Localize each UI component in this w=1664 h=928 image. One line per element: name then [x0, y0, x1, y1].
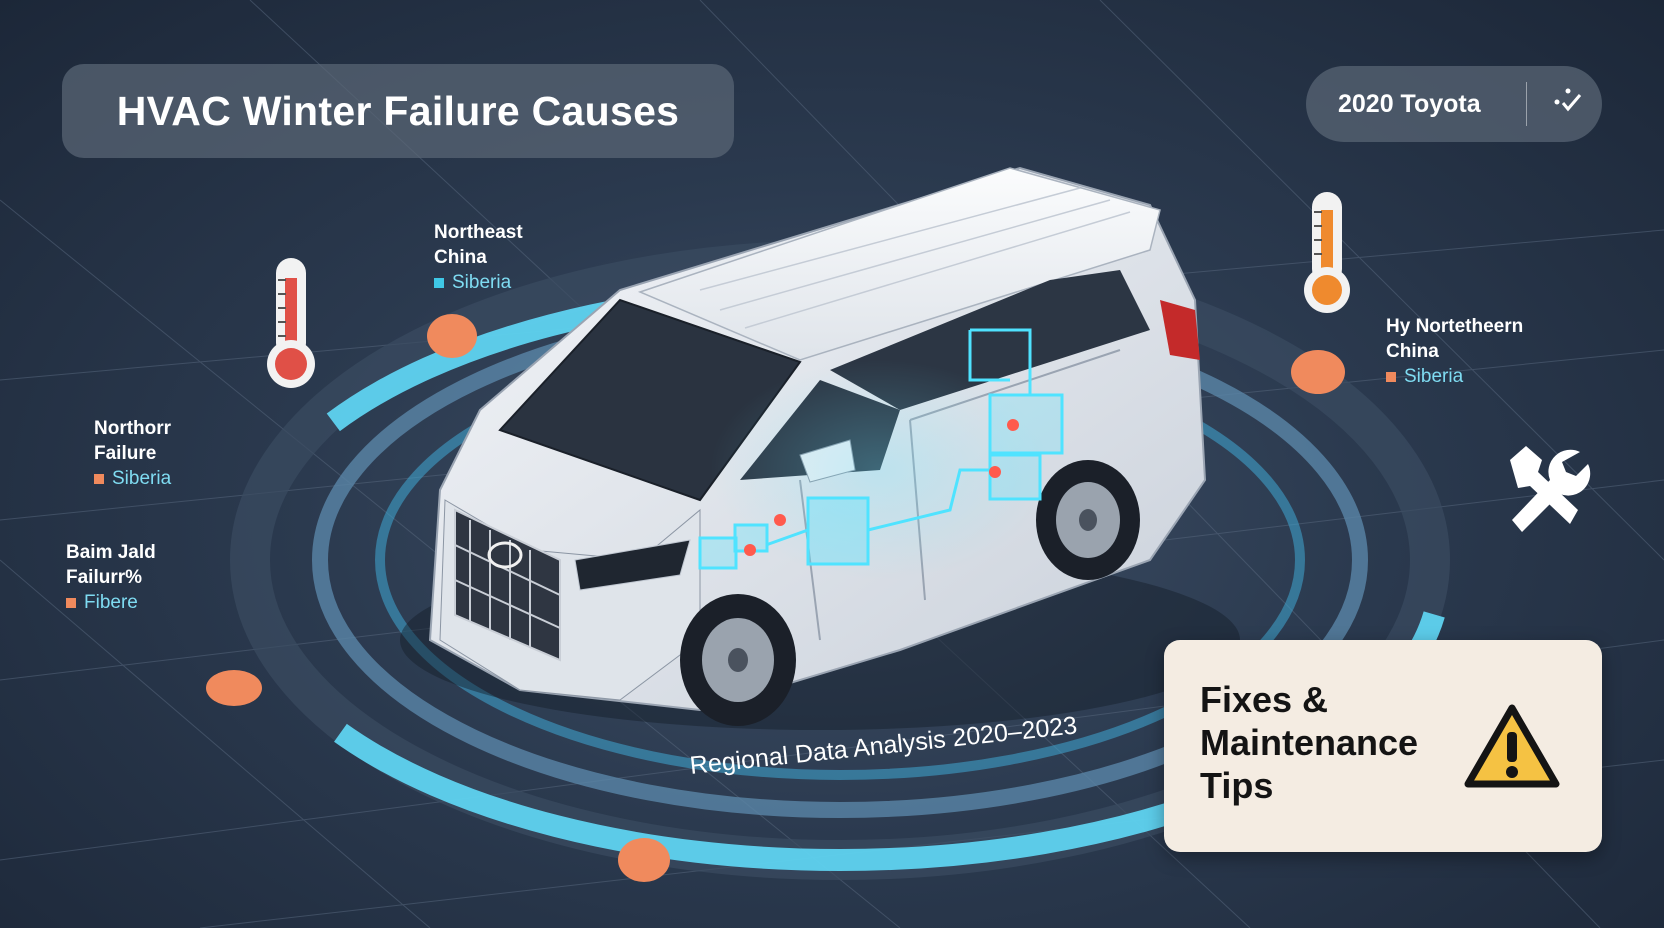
- hvac-components: [698, 328, 1064, 580]
- card-line-2: Maintenance: [1200, 722, 1419, 763]
- marker-square: [66, 597, 76, 608]
- fixes-tips-card[interactable]: Fixes & Maintenance Tips: [1164, 640, 1602, 852]
- region-title-2: Failurr%: [66, 567, 143, 588]
- rear-wheel: [1036, 460, 1140, 580]
- marker-square: [1386, 371, 1396, 382]
- page-title: HVAC Winter Failure Causes: [116, 87, 680, 134]
- divider: [1526, 82, 1527, 126]
- thermometer-warm-icon: [1304, 192, 1350, 313]
- model-selector[interactable]: 2020 Toyota: [1306, 66, 1602, 142]
- region-label-northorr: Northorr Failure Siberia: [94, 416, 171, 491]
- region-title: Northeast: [434, 222, 523, 243]
- region-title: Baim Jald: [66, 542, 156, 563]
- model-label: 2020 Toyota: [1338, 89, 1481, 118]
- region-title-2: China: [1386, 341, 1439, 362]
- region-label-northern-china: Hy Nortetheern China Siberia: [1386, 314, 1523, 389]
- card-line-1: Fixes &: [1200, 679, 1329, 720]
- marker-square: [434, 277, 444, 288]
- card-text: Fixes & Maintenance Tips: [1200, 678, 1460, 807]
- region-sub-text: Siberia: [1404, 366, 1464, 387]
- check-icon[interactable]: [1551, 85, 1585, 124]
- region-label-northeast: Northeast China Siberia: [434, 220, 523, 295]
- wrench-icon: [1510, 446, 1591, 532]
- region-label-baim: Baim Jald Failurr% Fibere: [66, 540, 156, 615]
- region-sub-text: Fibere: [84, 592, 138, 613]
- region-sub: Siberia: [434, 270, 523, 295]
- region-sub: Siberia: [1386, 364, 1523, 389]
- ring-nodes: [206, 314, 1345, 882]
- card-line-3: Tips: [1200, 765, 1274, 806]
- region-title: Northorr: [94, 418, 172, 439]
- region-sub: Siberia: [94, 466, 171, 491]
- region-sub-text: Siberia: [452, 272, 512, 293]
- region-sub: Fibere: [66, 590, 156, 615]
- region-sub-text: Siberia: [112, 468, 172, 489]
- marker-square: [94, 473, 104, 484]
- region-title-2: China: [434, 247, 487, 268]
- region-title-2: Failure: [94, 443, 157, 464]
- warning-icon: [1462, 702, 1562, 795]
- region-title: Hy Nortetheern: [1386, 316, 1524, 337]
- thermometer-cold-icon: [267, 258, 315, 388]
- title-banner: HVAC Winter Failure Causes: [62, 64, 734, 158]
- front-wheel: [680, 594, 796, 726]
